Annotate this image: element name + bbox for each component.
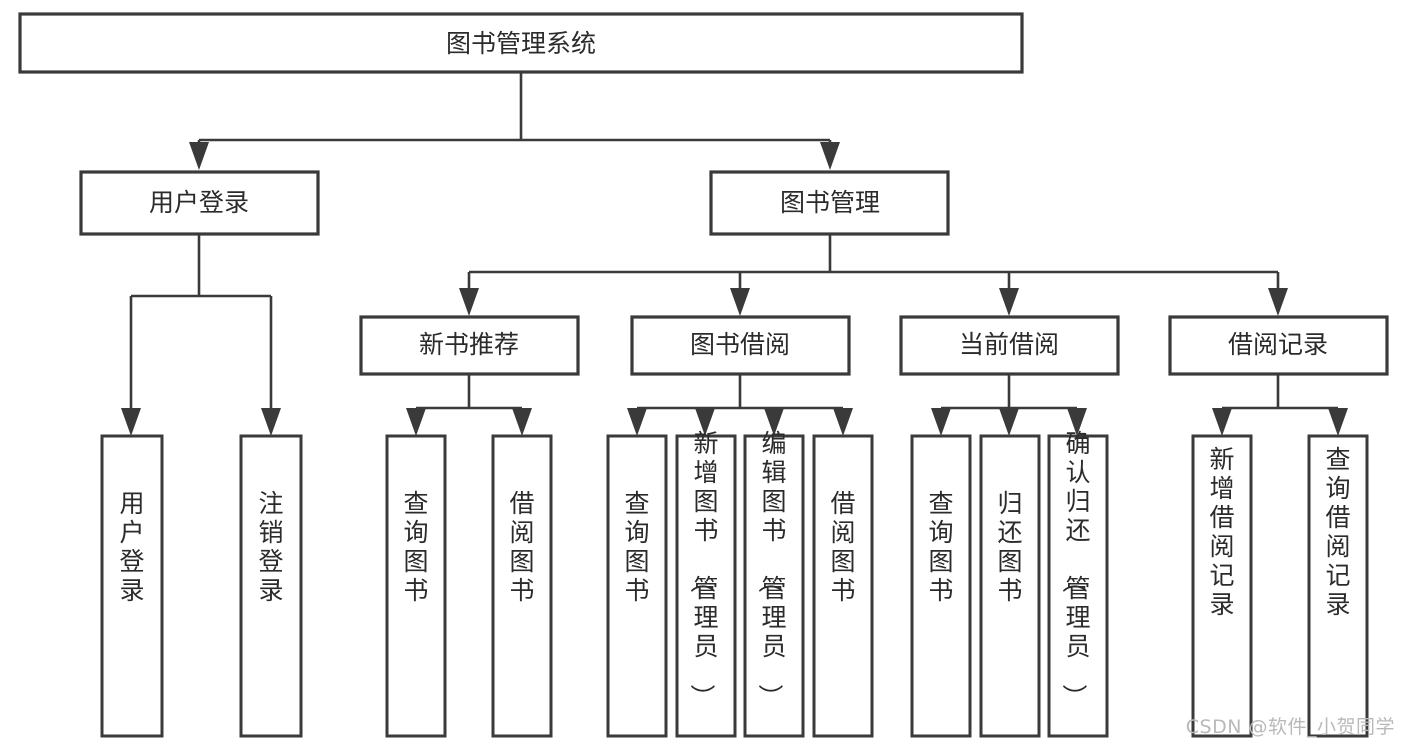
leaf-new-book-2-label: 借阅图书 [509,489,534,605]
arrowhead-to-current-borrow [999,288,1019,316]
leaf-book-borrow-2-label: 新增图书（管理员） [687,429,718,709]
leaf-new-book-1-label: 查询图书 [403,489,428,605]
leaf-book-borrow-2-box[interactable] [675,434,737,738]
link-root-to-bus [197,72,832,154]
leaf-book-borrow-4-box[interactable] [812,434,874,738]
arrowhead-book-borrow-leaf-4 [833,408,853,436]
leaf-new-book-1[interactable]: 查询图书 [385,434,447,738]
link-book-borrow-to-leaves [635,374,845,416]
node-root-label: 图书管理系统 [446,29,596,58]
link-new-book-to-leaves [414,374,524,416]
leaf-current-borrow-3-box[interactable] [1047,434,1109,738]
leaf-current-borrow-1-box[interactable] [910,434,972,738]
arrowhead-book-borrow-leaf-1 [627,408,647,436]
link-user-login-to-leaves [129,234,273,410]
leaf-book-borrow-4[interactable]: 借阅图书 [812,434,874,738]
arrowhead-to-user-login [189,142,209,170]
node-borrow-record-label: 借阅记录 [1228,330,1328,359]
arrowhead-book-borrow-leaf-2 [695,408,715,436]
node-new-book-recommend[interactable]: 新书推荐 [359,315,580,376]
arrowhead-current-borrow-leaf-2 [999,408,1019,436]
leaf-book-borrow-3-box[interactable] [743,434,805,738]
node-book-borrow-label: 图书借阅 [690,330,790,359]
arrowhead-to-borrow-record [1268,288,1288,316]
leaf-user-login-1-box[interactable] [100,434,164,738]
node-user-login-label: 用户登录 [149,188,249,217]
leaf-book-borrow-3-label: 编辑图书（管理员） [755,429,786,709]
arrowhead-borrow-record-leaf-1 [1212,408,1232,436]
leaf-book-borrow-1[interactable]: 查询图书 [606,434,668,738]
leaf-borrow-record-2-box[interactable] [1307,434,1369,738]
node-new-book-recommend-label: 新书推荐 [419,330,519,359]
watermark-label: CSDN @软件_小贺同学 [1186,716,1395,738]
connector-layer [121,72,1348,436]
node-root[interactable]: 图书管理系统 [18,12,1024,74]
leaf-current-borrow-3[interactable]: 确认归还（管理员） [1047,429,1109,738]
leaf-borrow-record-1-box[interactable] [1191,434,1253,738]
leaf-book-borrow-3[interactable]: 编辑图书（管理员） [743,429,805,738]
arrowhead-current-borrow-leaf-3 [1067,408,1087,436]
node-book-manage-box[interactable] [709,170,950,236]
link-borrow-record-to-leaves [1220,374,1340,416]
link-book-manage-to-bus [467,234,1280,298]
node-book-manage[interactable]: 图书管理 [709,170,950,236]
node-borrow-record-box[interactable] [1168,315,1389,376]
leaf-current-borrow-1[interactable]: 查询图书 [910,434,972,738]
leaf-user-login-2[interactable]: 注销登录 [239,434,303,738]
node-root-box[interactable] [18,12,1024,74]
arrowhead-to-book-manage [820,142,840,170]
leaf-user-login-2-box[interactable] [239,434,303,738]
leaf-current-borrow-2-label: 归还图书 [997,489,1022,605]
leaf-borrow-record-1[interactable]: 新增借阅记录 [1191,434,1253,738]
leaf-book-borrow-4-label: 借阅图书 [830,489,855,605]
arrowhead-current-borrow-leaf-1 [931,408,951,436]
node-book-borrow[interactable]: 图书借阅 [630,315,851,376]
arrowhead-new-book-leaf-2 [512,408,532,436]
leaf-borrow-record-2[interactable]: 查询借阅记录 [1307,434,1369,738]
leaf-user-login-2-label: 注销登录 [258,489,283,605]
arrowhead-to-book-borrow [730,288,750,316]
leaf-current-borrow-3-label: 确认归还（管理员） [1059,429,1090,709]
leaf-current-borrow-1-label: 查询图书 [928,489,953,605]
leaf-new-book-2[interactable]: 借阅图书 [491,434,553,738]
node-current-borrow-label: 当前借阅 [959,330,1059,359]
node-user-login-box[interactable] [79,170,320,236]
leaf-current-borrow-2[interactable]: 归还图书 [979,434,1041,738]
arrowhead-new-book-leaf-1 [406,408,426,436]
leaf-new-book-1-box[interactable] [385,434,447,738]
leaf-new-book-2-box[interactable] [491,434,553,738]
node-book-borrow-box[interactable] [630,315,851,376]
leaf-book-borrow-1-box[interactable] [606,434,668,738]
node-current-borrow-box[interactable] [899,315,1120,376]
arrowhead-borrow-record-leaf-2 [1328,408,1348,436]
node-book-manage-label: 图书管理 [780,188,880,217]
leaf-user-login-1-label: 用户登录 [119,489,144,605]
arrowhead-user-login-leaf-1 [121,408,141,436]
arrowhead-book-borrow-leaf-3 [764,408,784,436]
leaf-current-borrow-2-box[interactable] [979,434,1041,738]
arrowhead-to-new-book [459,288,479,316]
leaf-borrow-record-2-label: 查询借阅记录 [1325,445,1350,619]
node-new-book-recommend-box[interactable] [359,315,580,376]
arrowhead-user-login-leaf-2 [261,408,281,436]
node-borrow-record[interactable]: 借阅记录 [1168,315,1389,376]
node-current-borrow[interactable]: 当前借阅 [899,315,1120,376]
leaf-book-borrow-2[interactable]: 新增图书（管理员） [675,429,737,738]
leaf-book-borrow-1-label: 查询图书 [624,489,649,605]
leaf-borrow-record-1-label: 新增借阅记录 [1209,445,1234,619]
leaf-user-login-1[interactable]: 用户登录 [100,434,164,738]
node-user-login[interactable]: 用户登录 [79,170,320,236]
